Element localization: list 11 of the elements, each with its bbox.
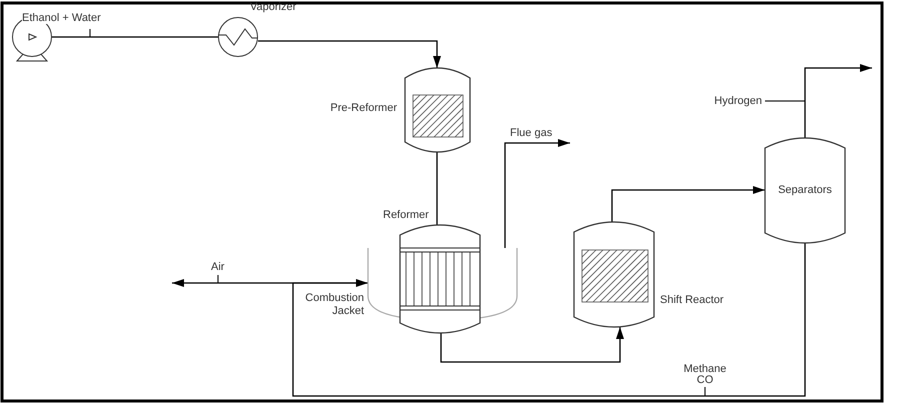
stream-label: Hydrogen bbox=[714, 95, 762, 107]
equipment-label: Pre-Reformer bbox=[330, 102, 397, 114]
equipment-label: Vaporizer bbox=[250, 1, 296, 13]
stream-label: Methane CO bbox=[682, 364, 728, 386]
equipment-label: Reformer bbox=[383, 209, 429, 221]
equipment-label: Separators bbox=[777, 184, 833, 196]
equipment-label: Combustion Jacket bbox=[304, 292, 364, 318]
stream-label: Flue gas bbox=[510, 127, 552, 139]
equipment-label: Shift Reactor bbox=[660, 294, 724, 306]
stream-label: Air bbox=[211, 261, 224, 273]
stream-label: Ethanol + Water bbox=[22, 12, 101, 24]
